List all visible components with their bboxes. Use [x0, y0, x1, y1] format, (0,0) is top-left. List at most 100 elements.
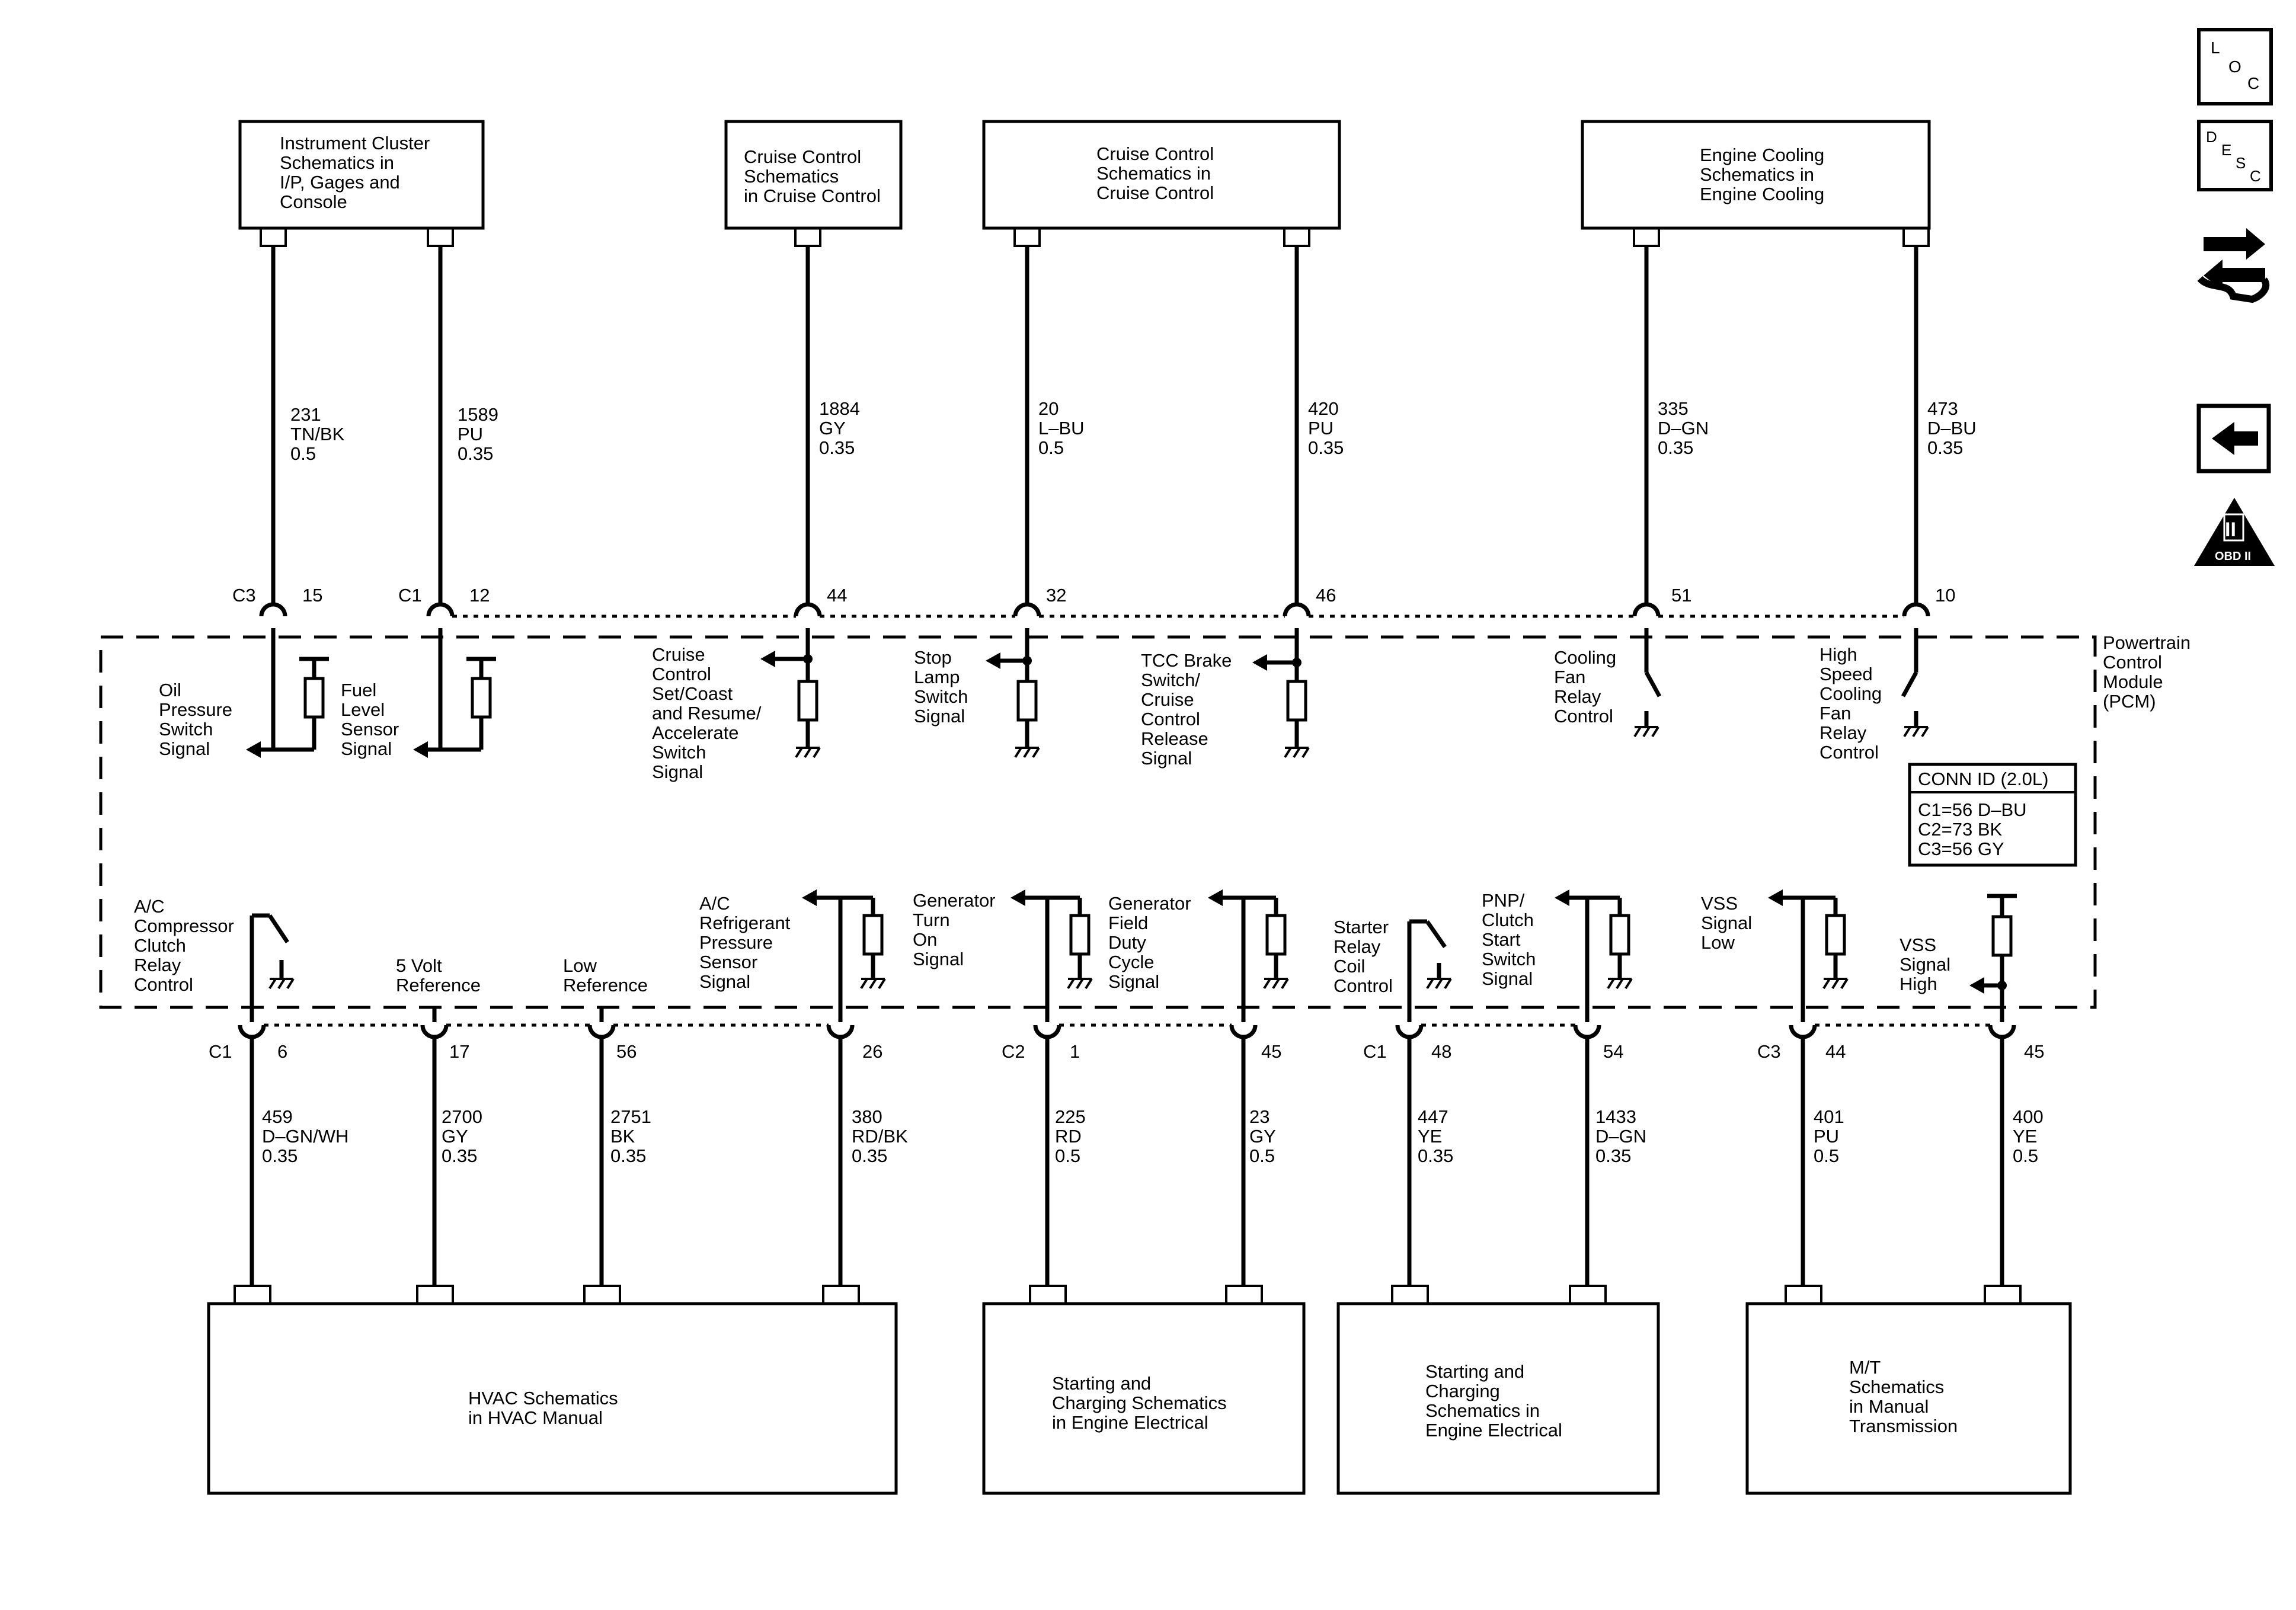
svg-text:Signal: Signal [914, 706, 965, 726]
pcm-module-outline [99, 635, 2097, 1009]
svg-text:Signal: Signal [1701, 913, 1752, 933]
ac-compressor-circuit [250, 913, 295, 1019]
svg-text:GY: GY [819, 418, 846, 438]
svg-text:0.35: 0.35 [1658, 437, 1693, 458]
svg-text:Fuel: Fuel [341, 680, 376, 700]
svg-text:and Resume/: and Resume/ [652, 703, 762, 724]
svg-text:Switch: Switch [652, 742, 706, 763]
bottom-box-hvac[interactable]: HVAC Schematics in HVAC Manual [207, 1285, 898, 1495]
svg-text:Powertrain: Powertrain [2103, 632, 2191, 653]
box-text: in HVAC Manual [468, 1407, 603, 1428]
svg-text:Sensor: Sensor [341, 719, 399, 740]
wrench-arrows-icon[interactable] [2197, 228, 2270, 303]
svg-text:Start: Start [1482, 929, 1521, 950]
top-connector-pins [259, 602, 1930, 618]
pin-label: 56 [616, 1041, 637, 1062]
connector-label: C1 [209, 1041, 232, 1062]
top-box-engine-cooling[interactable]: Engine Cooling Schematics in Engine Cool… [1581, 120, 1931, 247]
pin-label: 15 [302, 585, 322, 606]
svg-text:0.5: 0.5 [2013, 1145, 2038, 1166]
bottom-connector-pins [238, 1007, 2016, 1039]
pin-label: 48 [1431, 1041, 1451, 1062]
low-ref-label: Low Reference [563, 955, 648, 996]
svg-text:Switch/: Switch/ [1141, 670, 1200, 690]
box-text: Schematics in [1700, 164, 1814, 185]
svg-text:Field: Field [1108, 913, 1148, 933]
svg-text:Fan: Fan [1819, 703, 1851, 724]
box-text: in Manual [1849, 1396, 1929, 1417]
svg-text:Relay: Relay [1819, 722, 1867, 743]
back-arrow-icon[interactable] [2196, 404, 2271, 473]
top-box-cruise-control-1[interactable]: Cruise Control Schematics in Cruise Cont… [724, 120, 903, 247]
svg-text:401: 401 [1814, 1106, 1844, 1127]
loc-icon[interactable]: L O C [2197, 28, 2273, 105]
svg-text:PU: PU [1308, 418, 1334, 438]
svg-text:20: 20 [1038, 398, 1059, 419]
box-text: Schematics in [1425, 1400, 1540, 1421]
box-text: Schematics [744, 166, 839, 187]
box-text: Schematics in [280, 152, 394, 173]
bottom-box-starting-charging-2[interactable]: Starting and Charging Schematics in Engi… [1336, 1285, 1660, 1495]
svg-text:Refrigerant: Refrigerant [699, 913, 791, 933]
connector-label: C1 [398, 585, 422, 606]
svg-text:0.5: 0.5 [1814, 1145, 1839, 1166]
svg-text:Lamp: Lamp [914, 667, 960, 687]
box-text: Engine Cooling [1700, 184, 1824, 204]
svg-text:Switch: Switch [914, 686, 968, 707]
pcm-module-label: Powertrain Control Module (PCM) [2103, 632, 2191, 712]
connector-label: C3 [1757, 1041, 1781, 1062]
svg-text:Control: Control [1334, 975, 1393, 996]
top-wires [271, 246, 1918, 604]
svg-text:Sensor: Sensor [699, 952, 757, 972]
svg-text:C3=56 GY: C3=56 GY [1918, 838, 2004, 859]
cooling-fan-circuit [1633, 628, 1662, 738]
svg-text:Module: Module [2103, 671, 2163, 692]
svg-text:Clutch: Clutch [1482, 910, 1534, 930]
top-box-instrument-cluster[interactable]: Instrument Cluster Schematics in I/P, Ga… [238, 120, 485, 247]
svg-text:VSS: VSS [1701, 893, 1738, 914]
cruise-set-label: Cruise Control Set/Coast and Resume/ Acc… [652, 644, 762, 782]
svg-text:D–GN: D–GN [1595, 1126, 1646, 1147]
box-text: Schematics [1849, 1377, 1944, 1397]
svg-text:Signal: Signal [652, 761, 703, 782]
svg-text:Control: Control [1554, 706, 1613, 726]
top-box-cruise-control-2[interactable]: Cruise Control Schematics in Cruise Cont… [982, 120, 1341, 247]
pin-label: 1 [1070, 1041, 1080, 1062]
svg-text:YE: YE [2013, 1126, 2037, 1147]
pin-label: 17 [449, 1041, 469, 1062]
bottom-wires [250, 1037, 2004, 1286]
svg-text:(PCM): (PCM) [2103, 691, 2156, 712]
box-text: Cruise Control [744, 146, 861, 167]
svg-text:Cooling: Cooling [1554, 647, 1616, 668]
svg-text:Generator: Generator [913, 890, 996, 911]
svg-text:Signal: Signal [1900, 954, 1950, 975]
bottom-box-manual-transmission[interactable]: M/T Schematics in Manual Transmission [1745, 1285, 2072, 1495]
pin-label: 32 [1046, 585, 1066, 606]
svg-text:GY: GY [442, 1126, 468, 1147]
svg-text:Control: Control [652, 664, 711, 684]
svg-text:Signal: Signal [1141, 748, 1192, 769]
bottom-box-starting-charging-1[interactable]: Starting and Charging Schematics in Engi… [982, 1285, 1306, 1495]
svg-text:Control: Control [134, 974, 193, 995]
svg-text:D–GN/WH: D–GN/WH [262, 1126, 348, 1147]
five-volt-ref-label: 5 Volt Reference [396, 955, 481, 996]
svg-text:Signal: Signal [159, 738, 210, 759]
svg-text:0.35: 0.35 [1595, 1145, 1631, 1166]
svg-text:0.35: 0.35 [1308, 437, 1344, 458]
pin-label: 46 [1316, 585, 1336, 606]
svg-text:0.5: 0.5 [1055, 1145, 1080, 1166]
svg-text:Switch: Switch [159, 719, 213, 740]
svg-text:Pressure: Pressure [699, 932, 773, 953]
high-speed-fan-label: High Speed Cooling Fan Relay Control [1819, 644, 1882, 763]
connector-label: C2 [1002, 1041, 1025, 1062]
obd-ii-icon[interactable]: II OBD II [2194, 498, 2275, 566]
desc-icon[interactable]: D E S C [2197, 120, 2273, 191]
svg-text:231: 231 [290, 404, 321, 425]
box-text: Engine Cooling [1700, 145, 1824, 165]
box-text: Starting and [1425, 1361, 1524, 1382]
